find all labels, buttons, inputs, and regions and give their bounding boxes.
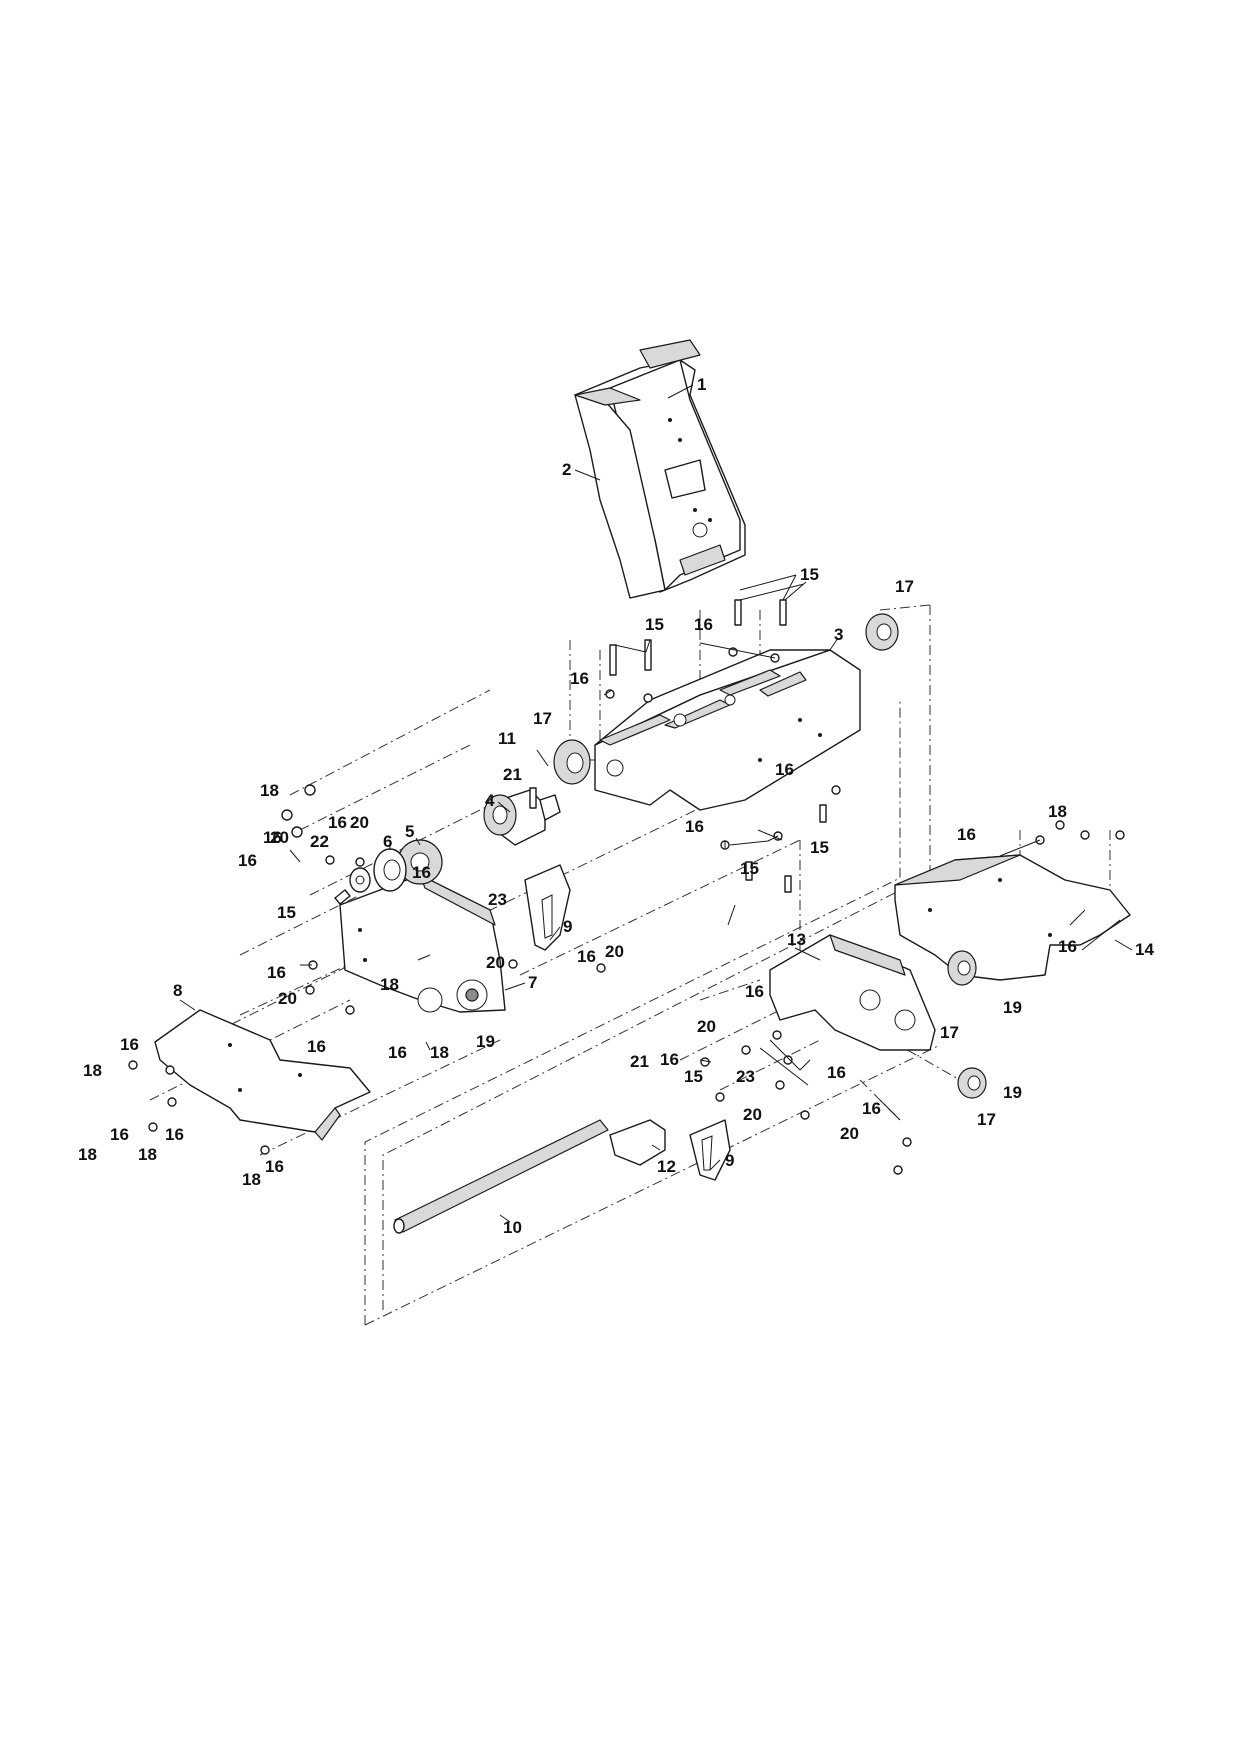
callout-16o: 16	[265, 1157, 284, 1176]
callout-7: 7	[528, 973, 537, 992]
callout-20d: 20	[278, 989, 297, 1008]
sprocket-assembly	[349, 839, 443, 893]
callout-8: 8	[173, 981, 182, 1000]
callout-17d: 17	[977, 1110, 996, 1129]
callout-16n: 16	[165, 1125, 184, 1144]
callout-14: 14	[1135, 940, 1154, 959]
leader-lines	[179, 384, 1133, 1223]
callout-19c: 19	[1003, 1083, 1022, 1102]
callout-10: 10	[503, 1218, 522, 1237]
callout-20a: 20	[350, 813, 369, 832]
callout-20h: 20	[840, 1124, 859, 1143]
callout-3: 3	[834, 625, 843, 644]
bracket-12	[609, 1119, 666, 1166]
callout-18c: 18	[380, 975, 399, 994]
drive-shaft	[393, 1119, 609, 1234]
callout-23b: 23	[736, 1067, 755, 1086]
callout-18e: 18	[83, 1061, 102, 1080]
callout-15f: 15	[684, 1067, 703, 1086]
callout-16m: 16	[110, 1125, 129, 1144]
right-housing	[894, 854, 1131, 981]
callout-17a: 17	[895, 577, 914, 596]
callout-19b: 19	[1003, 998, 1022, 1017]
callout-15c: 15	[810, 838, 829, 857]
callout-16q: 16	[660, 1050, 679, 1069]
callout-18a: 18	[260, 781, 279, 800]
callout-18f: 18	[78, 1145, 97, 1164]
lower-flanges	[947, 950, 987, 1099]
callout-11: 11	[498, 729, 516, 748]
callout-16j: 16	[307, 1037, 326, 1056]
callout-12: 12	[657, 1157, 676, 1176]
callout-20f: 20	[697, 1017, 716, 1036]
callout-16g: 16	[238, 851, 257, 870]
callout-21a: 21	[503, 765, 522, 784]
callout-20c: 20	[486, 953, 505, 972]
main-housing	[594, 649, 861, 811]
callout-16p: 16	[577, 947, 596, 966]
callout-20g: 20	[743, 1105, 762, 1124]
callout-16h: 16	[412, 863, 431, 882]
callout-22: 22	[310, 832, 329, 851]
callout-1: 1	[697, 375, 706, 394]
callout-16u: 16	[957, 825, 976, 844]
callout-16i: 16	[267, 963, 286, 982]
callout-6: 6	[383, 832, 392, 851]
left-base-plate	[154, 1009, 371, 1141]
callout-labels: 1 2 3 4 5 6 7 8 9 9 10 11 12 13 14 15 15…	[78, 375, 1154, 1237]
right-side-plate	[769, 934, 936, 1051]
callout-16v: 16	[1058, 937, 1077, 956]
callout-19a: 19	[476, 1032, 495, 1051]
callout-16s: 16	[827, 1063, 846, 1082]
callout-16t: 16	[862, 1099, 881, 1118]
callout-16c: 16	[775, 760, 794, 779]
callout-15d: 15	[740, 859, 759, 878]
callout-13: 13	[787, 930, 806, 949]
callout-16r: 16	[745, 982, 764, 1001]
callout-16a: 16	[694, 615, 713, 634]
left-side-plate	[339, 874, 506, 1013]
hardware	[128, 599, 1125, 1175]
upper-flanges	[553, 613, 899, 785]
callout-20e: 20	[605, 942, 624, 961]
callout-15a: 15	[800, 565, 819, 584]
callout-15e: 15	[277, 903, 296, 922]
callout-21b: 21	[630, 1052, 649, 1071]
callout-18g: 18	[138, 1145, 157, 1164]
callout-16k: 16	[388, 1043, 407, 1062]
callout-18d: 18	[430, 1043, 449, 1062]
callout-5: 5	[405, 822, 414, 841]
callout-17b: 17	[533, 709, 552, 728]
callout-20b: 20	[270, 828, 289, 847]
callout-18h: 18	[242, 1170, 261, 1189]
callout-16e: 16	[263, 828, 282, 847]
gearbox-hub	[483, 789, 561, 846]
callout-9b: 9	[725, 1151, 734, 1170]
callout-23a: 23	[488, 890, 507, 909]
upright-frame	[574, 339, 746, 599]
callout-9a: 9	[563, 917, 572, 936]
callout-16f: 16	[328, 813, 347, 832]
callout-16b: 16	[570, 669, 589, 688]
callout-16d: 16	[685, 817, 704, 836]
callout-16l: 16	[120, 1035, 139, 1054]
callout-18b: 18	[1048, 802, 1067, 821]
callout-17c: 17	[940, 1023, 959, 1042]
callout-2: 2	[562, 460, 571, 479]
callout-4: 4	[485, 791, 495, 810]
callout-15b: 15	[645, 615, 664, 634]
